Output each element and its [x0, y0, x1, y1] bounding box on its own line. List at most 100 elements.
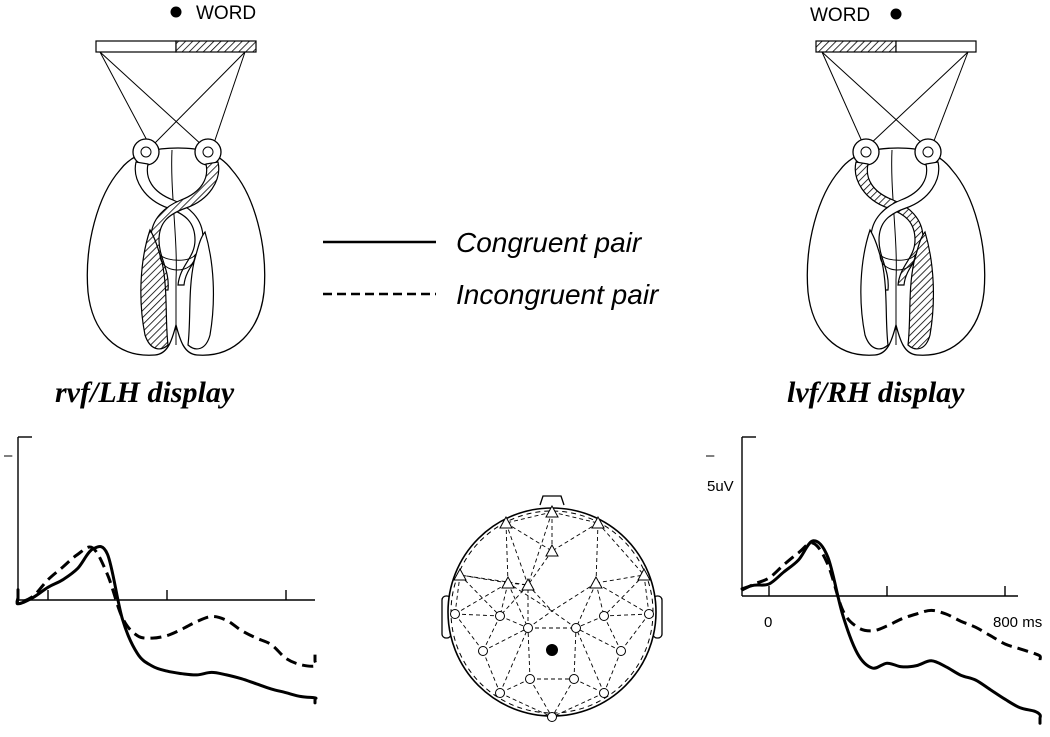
montage-connection-line: [597, 522, 645, 576]
montage-connection-line: [551, 511, 599, 524]
montage-connection-line: [529, 678, 553, 718]
electrode-triangle: [545, 504, 559, 518]
left-eye-right-pupil: [202, 146, 214, 158]
electrode-circle: [644, 609, 654, 619]
montage-connection-line: [573, 627, 577, 680]
electrode-circle: [495, 611, 505, 621]
montage-connection-line: [575, 627, 605, 694]
electrode-circle: [450, 609, 460, 619]
electrode-triangle: [499, 515, 513, 529]
legend: Congruent pair Incongruent pair: [323, 227, 660, 310]
montage-connection-line: [505, 522, 529, 586]
montage-connection-line: [499, 678, 531, 694]
left-visual-cortex-plain: [187, 230, 215, 350]
electrode-circle: [616, 646, 626, 656]
electrode-circle: [525, 674, 535, 684]
montage-connection-line: [603, 613, 650, 617]
right-visual-pathway-diagram: WORD: [806, 5, 986, 356]
right-eye-left-pupil: [860, 146, 872, 158]
montage-connection-line: [499, 692, 553, 718]
montage-connection-line: [482, 627, 529, 652]
montage-connection-line: [459, 574, 501, 617]
right-visual-cortex-hatched: [907, 230, 935, 350]
right-word-label: WORD: [810, 5, 870, 26]
electrode-circle: [569, 674, 579, 684]
montage-connection-line: [507, 582, 553, 612]
left-panel-caption: rvf/LH display: [55, 376, 235, 409]
montage-connection-line: [527, 511, 553, 586]
right-erp-chart: – 5uV 0 800 ms: [706, 436, 1042, 725]
montage-connection-line: [575, 582, 597, 629]
electrode-circle: [599, 688, 609, 698]
electrode-circle: [547, 712, 557, 722]
montage-connection-line: [573, 678, 605, 694]
montage-electrodes: [450, 504, 654, 722]
left-eye-right: [194, 138, 222, 166]
montage-connection-line: [595, 522, 599, 584]
left-erp-chart: –: [4, 436, 318, 705]
montage-connection-line: [505, 511, 553, 524]
montage-connection-line: [603, 574, 645, 617]
right-erp-congruent-line: [740, 539, 1042, 725]
montage-connection-line: [459, 574, 509, 584]
left-erp-congruent-line: [15, 545, 318, 705]
montage-connection-line: [551, 522, 599, 552]
left-eye-left-pupil: [140, 146, 152, 158]
electrode-triangle: [453, 567, 467, 581]
left-word-label: WORD: [196, 3, 256, 24]
montage-connection-line: [454, 613, 484, 652]
montage-connection-line: [499, 582, 509, 617]
montage-connection-line: [575, 627, 622, 652]
montage-connection-line: [575, 615, 605, 629]
montage-connection-line: [507, 582, 529, 629]
montage-connection-line: [595, 582, 650, 615]
left-screen-hatched: [175, 40, 257, 53]
right-erp-scale-label: 5uV: [707, 478, 734, 495]
fixation-dot-left: [170, 6, 182, 18]
right-projection-lines: [821, 51, 969, 147]
fixation-dot-right: [890, 8, 902, 20]
montage-connection-line: [454, 582, 509, 615]
montage-connection-line: [505, 522, 553, 552]
head-outline: [447, 507, 657, 717]
electrode-circle: [571, 623, 581, 633]
montage-connection-line: [595, 574, 645, 584]
montage-connection-line: [551, 678, 575, 718]
electrode-triangle: [501, 575, 515, 589]
montage-connection-line: [603, 650, 622, 694]
left-eye-left: [132, 138, 160, 166]
montage-connection-line: [459, 574, 529, 586]
right-thalamus: [879, 253, 916, 271]
right-screen-hatched: [815, 40, 897, 53]
right-erp-x-tick-label-800: 800 ms: [993, 614, 1042, 631]
head-nose: [539, 495, 565, 506]
electrode-circle: [599, 611, 609, 621]
right-screen-unhatched: [895, 40, 977, 53]
montage-connection-line: [551, 582, 597, 612]
montage-connection-line: [527, 610, 553, 629]
left-thalamus: [159, 253, 196, 271]
montage-connection-line: [505, 522, 509, 584]
right-brain-midline: [891, 149, 897, 345]
left-brain-midline: [171, 149, 177, 345]
legend-incongruent-label: Incongruent pair: [456, 279, 660, 310]
left-erp-scale-sign: –: [4, 447, 13, 464]
montage-connection-line: [595, 582, 605, 617]
left-screen-unhatched: [95, 40, 177, 53]
montage-connection-line: [527, 584, 553, 612]
montage-connection-line: [499, 615, 529, 629]
legend-congruent-label: Congruent pair: [456, 227, 643, 258]
right-erp-x-tick-label-0: 0: [764, 614, 772, 631]
electrode-circle: [523, 623, 533, 633]
electrode-selected: [546, 644, 558, 656]
electrode-montage: [441, 495, 663, 722]
montage-connection-line: [551, 610, 577, 629]
left-visual-pathway-diagram: WORD: [86, 3, 266, 356]
right-eye-left: [852, 138, 880, 166]
electrode-triangle: [637, 567, 651, 581]
right-erp-scale-sign: –: [706, 447, 715, 464]
montage-connection-line: [620, 613, 650, 652]
montage-connections: [454, 511, 650, 718]
right-erp-incongruent-line: [741, 541, 1042, 662]
